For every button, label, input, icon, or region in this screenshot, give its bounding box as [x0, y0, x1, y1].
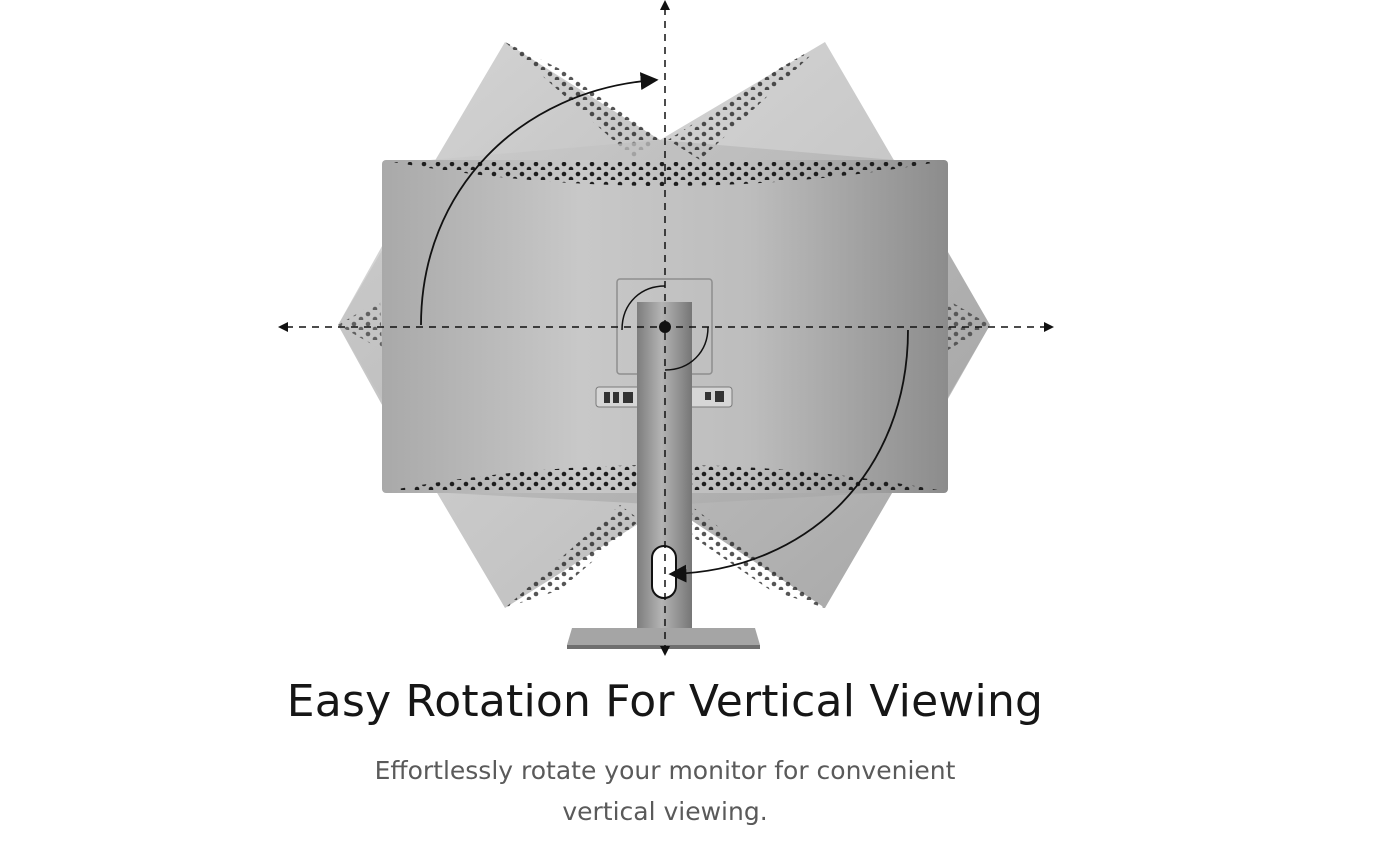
feature-title: Easy Rotation For Vertical Viewing	[286, 676, 1044, 727]
monitor-rotation-diagram	[278, 0, 1054, 656]
monitor-rotation-illustration	[278, 0, 1054, 656]
inner-rotation-arc-top	[621, 285, 666, 331]
monitor-stand	[567, 302, 760, 649]
inner-rotation-arc-bottom	[664, 326, 709, 371]
feature-description: Effortlessly rotate your monitor for con…	[374, 756, 956, 826]
pivot-point	[659, 321, 671, 333]
rotation-arrow-lower	[668, 329, 909, 583]
rotation-arrow	[420, 72, 659, 326]
